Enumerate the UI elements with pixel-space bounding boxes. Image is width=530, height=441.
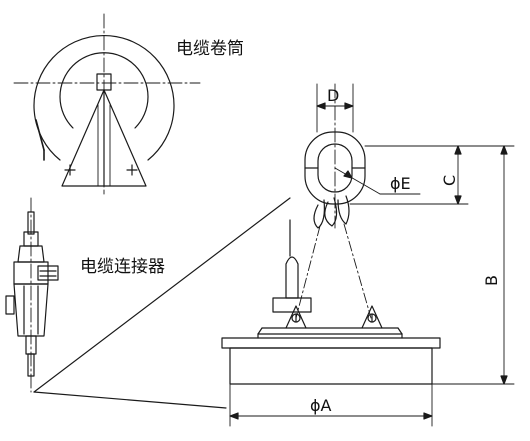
lug-left (285, 305, 307, 329)
cable-entry (285, 256, 299, 299)
cable-connector-drawing (5, 197, 59, 393)
chain-left (295, 225, 321, 319)
reel-side-bar (35, 119, 45, 151)
lug-right (361, 305, 383, 329)
reel-cable-leader (33, 197, 291, 393)
dim-E-leader (334, 167, 381, 195)
dim-E-label: ϕE (390, 174, 411, 193)
lifting-magnet-drawing (221, 83, 515, 427)
chain-right (343, 223, 372, 319)
cable-box (272, 297, 312, 313)
shackle-right (337, 195, 350, 225)
magnet-body (229, 347, 433, 385)
cable-connector-label: 电缆连接器 (80, 257, 165, 277)
dim-C-label: C (440, 174, 459, 186)
connector-lower-body (13, 283, 49, 337)
reel-inner-rim (59, 52, 149, 129)
shackle-middle (324, 197, 338, 227)
dim-B-label: B (482, 275, 501, 286)
reel-outer-rim (33, 34, 175, 161)
dim-D-label: D (327, 86, 340, 105)
cable-reel-label: 电缆卷筒 (176, 39, 244, 59)
magnet-cover (221, 337, 441, 349)
connector-cable-leader (33, 391, 227, 409)
connector-side-box (37, 265, 59, 281)
cable-reel-drawing (13, 13, 201, 195)
connector-top-cable (27, 211, 35, 235)
dim-A-label: ϕA (310, 396, 332, 415)
shackle-left (313, 199, 325, 229)
